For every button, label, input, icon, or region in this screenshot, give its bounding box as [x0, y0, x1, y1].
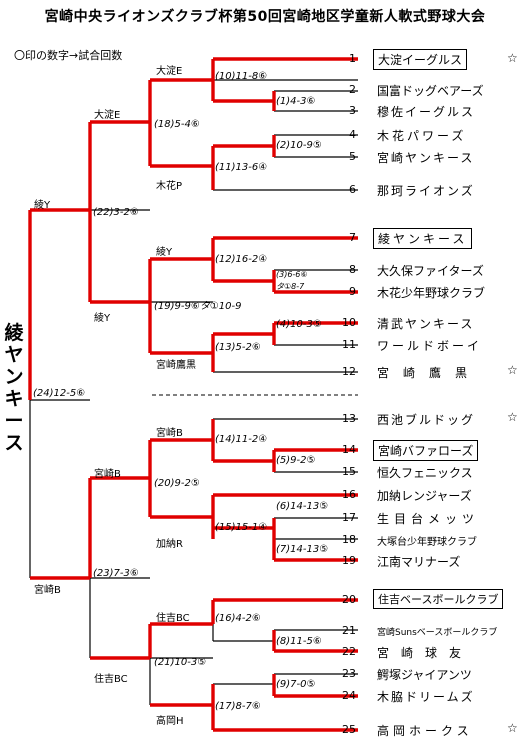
- match-score: (10)11-8⑥: [215, 71, 268, 82]
- match-score: (2)10-9⑤: [276, 140, 322, 151]
- team-name: 大久保ファイターズ: [377, 264, 484, 278]
- team-number: 24: [342, 689, 356, 702]
- match-score: (9)7-0⑤: [276, 679, 316, 690]
- match-score: (16)4-2⑥: [215, 613, 261, 624]
- team-name: ワールドボーイ: [377, 339, 483, 353]
- team-name: 高岡ホークス: [377, 724, 473, 738]
- team-number: 13: [342, 412, 356, 425]
- team-name: 那珂ライオンズ: [377, 184, 475, 198]
- match-score: (3)6-6⑥: [276, 270, 308, 279]
- match-score: (22)3-2⑥: [93, 207, 139, 218]
- star-icon: ☆: [507, 721, 518, 735]
- team-name: 木脇ドリームズ: [377, 690, 475, 704]
- team-number: 22: [342, 645, 356, 658]
- team-number: 9: [349, 285, 356, 298]
- match-score: (4)10-3⑤: [276, 319, 322, 330]
- team-name: 清武ヤンキース: [377, 317, 475, 331]
- match-score: (8)11-5⑥: [276, 636, 322, 647]
- match-score: (14)11-2④: [215, 434, 268, 445]
- match-score: (13)5-2⑥: [215, 342, 261, 353]
- team-name: 大淀イーグルス: [373, 49, 468, 70]
- match-score: (21)10-3⑤: [154, 657, 207, 668]
- team-name: 穆佐イーグルス: [377, 105, 476, 119]
- team-number: 18: [342, 533, 356, 546]
- team-number: 4: [349, 128, 356, 141]
- winner-label: 高岡H: [156, 716, 184, 727]
- star-icon: ☆: [507, 410, 518, 424]
- team-number: 25: [342, 723, 356, 736]
- team-number: 17: [342, 511, 356, 524]
- winner-label: 綾Y: [94, 313, 111, 324]
- team-name: 恒久フェニックス: [377, 466, 473, 480]
- star-icon: ☆: [507, 51, 518, 65]
- team-number: 7: [349, 231, 356, 244]
- match-score: (20)9-2⑤: [154, 478, 200, 489]
- winner-label: 住吉BC: [94, 674, 128, 685]
- match-score: (6)14-13⑤: [276, 501, 329, 512]
- team-name: 木花パワーズ: [377, 129, 467, 143]
- team-number: 5: [349, 150, 356, 163]
- team-number: 16: [342, 488, 356, 501]
- team-number: 6: [349, 183, 356, 196]
- winner-label: 大淀E: [94, 110, 121, 121]
- team-name: 国富ドッグベアーズ: [377, 84, 484, 98]
- team-name: 鰐塚ジャイアンツ: [377, 668, 472, 682]
- winner-label: 加納R: [156, 539, 183, 550]
- team-number: 3: [349, 104, 356, 117]
- winner-label: 木花P: [156, 181, 183, 192]
- team-number: 2: [349, 83, 356, 96]
- winner-label: 住吉BC: [156, 613, 190, 624]
- team-name: 生目台メッツ: [377, 512, 480, 526]
- team-number: 20: [342, 593, 356, 606]
- match-score: タ①8-7: [276, 282, 305, 291]
- match-score: (17)8-7⑥: [215, 701, 261, 712]
- team-number: 21: [342, 624, 356, 637]
- team-name: 木花少年野球クラブ: [377, 286, 486, 300]
- match-score: (15)15-1④: [215, 522, 268, 533]
- team-name: 宮崎球友: [377, 646, 474, 660]
- winner-label: 宮崎鷹黒: [156, 360, 196, 371]
- team-number: 10: [342, 316, 356, 329]
- match-score: (11)13-6④: [215, 162, 268, 173]
- champion-name: 綾ヤンキース: [4, 322, 24, 454]
- team-number: 14: [342, 443, 356, 456]
- winner-label: 宮崎B: [34, 585, 61, 596]
- match-score: (18)5-4⑥: [154, 119, 200, 130]
- team-name: 加納レンジャーズ: [377, 489, 472, 503]
- team-number: 1: [349, 52, 356, 65]
- team-number: 23: [342, 667, 356, 680]
- team-name: 宮崎ヤンキース: [377, 151, 475, 165]
- team-name: 西池ブルドッグ: [377, 413, 476, 427]
- red-lines: [28, 57, 358, 732]
- match-score: (24)12-5⑥: [33, 388, 86, 399]
- legend-note: 〇印の数字→試合回数: [14, 49, 123, 62]
- team-number: 15: [342, 465, 356, 478]
- match-score: (23)7-3⑥: [93, 568, 139, 579]
- winner-label: 大淀E: [156, 66, 183, 77]
- match-score: (1)4-3⑥: [276, 96, 316, 107]
- team-name: 大塚台少年野球クラブ: [377, 537, 477, 548]
- team-name: 住吉ベースボールクラブ: [373, 589, 504, 609]
- match-score: (12)16-2④: [215, 254, 268, 265]
- match-score: (5)9-2⑤: [276, 455, 316, 466]
- star-icon: ☆: [507, 363, 518, 377]
- team-name: 綾ヤンキース: [373, 228, 473, 249]
- match-score: (7)14-13⑤: [276, 544, 329, 555]
- team-number: 8: [349, 263, 356, 276]
- page-title: 宮崎中央ライオンズクラブ杯第50回宮崎地区学童新人軟式野球大会: [44, 9, 486, 25]
- team-name: 宮崎鷹黒: [377, 366, 482, 380]
- match-score: (19)9-9⑥タ①10-9: [154, 301, 242, 312]
- winner-label: 宮崎B: [94, 469, 121, 480]
- team-number: 12: [342, 365, 356, 378]
- team-number: 19: [342, 554, 356, 567]
- team-name: 江南マリナーズ: [377, 555, 461, 569]
- winner-label: 綾Y: [34, 200, 51, 211]
- winner-label: 綾Y: [156, 247, 173, 258]
- winner-label: 宮崎B: [156, 428, 183, 439]
- team-number: 11: [342, 338, 356, 351]
- team-name: 宮崎Sunsベースボールクラブ: [377, 628, 498, 638]
- team-name: 宮崎バファローズ: [373, 440, 479, 461]
